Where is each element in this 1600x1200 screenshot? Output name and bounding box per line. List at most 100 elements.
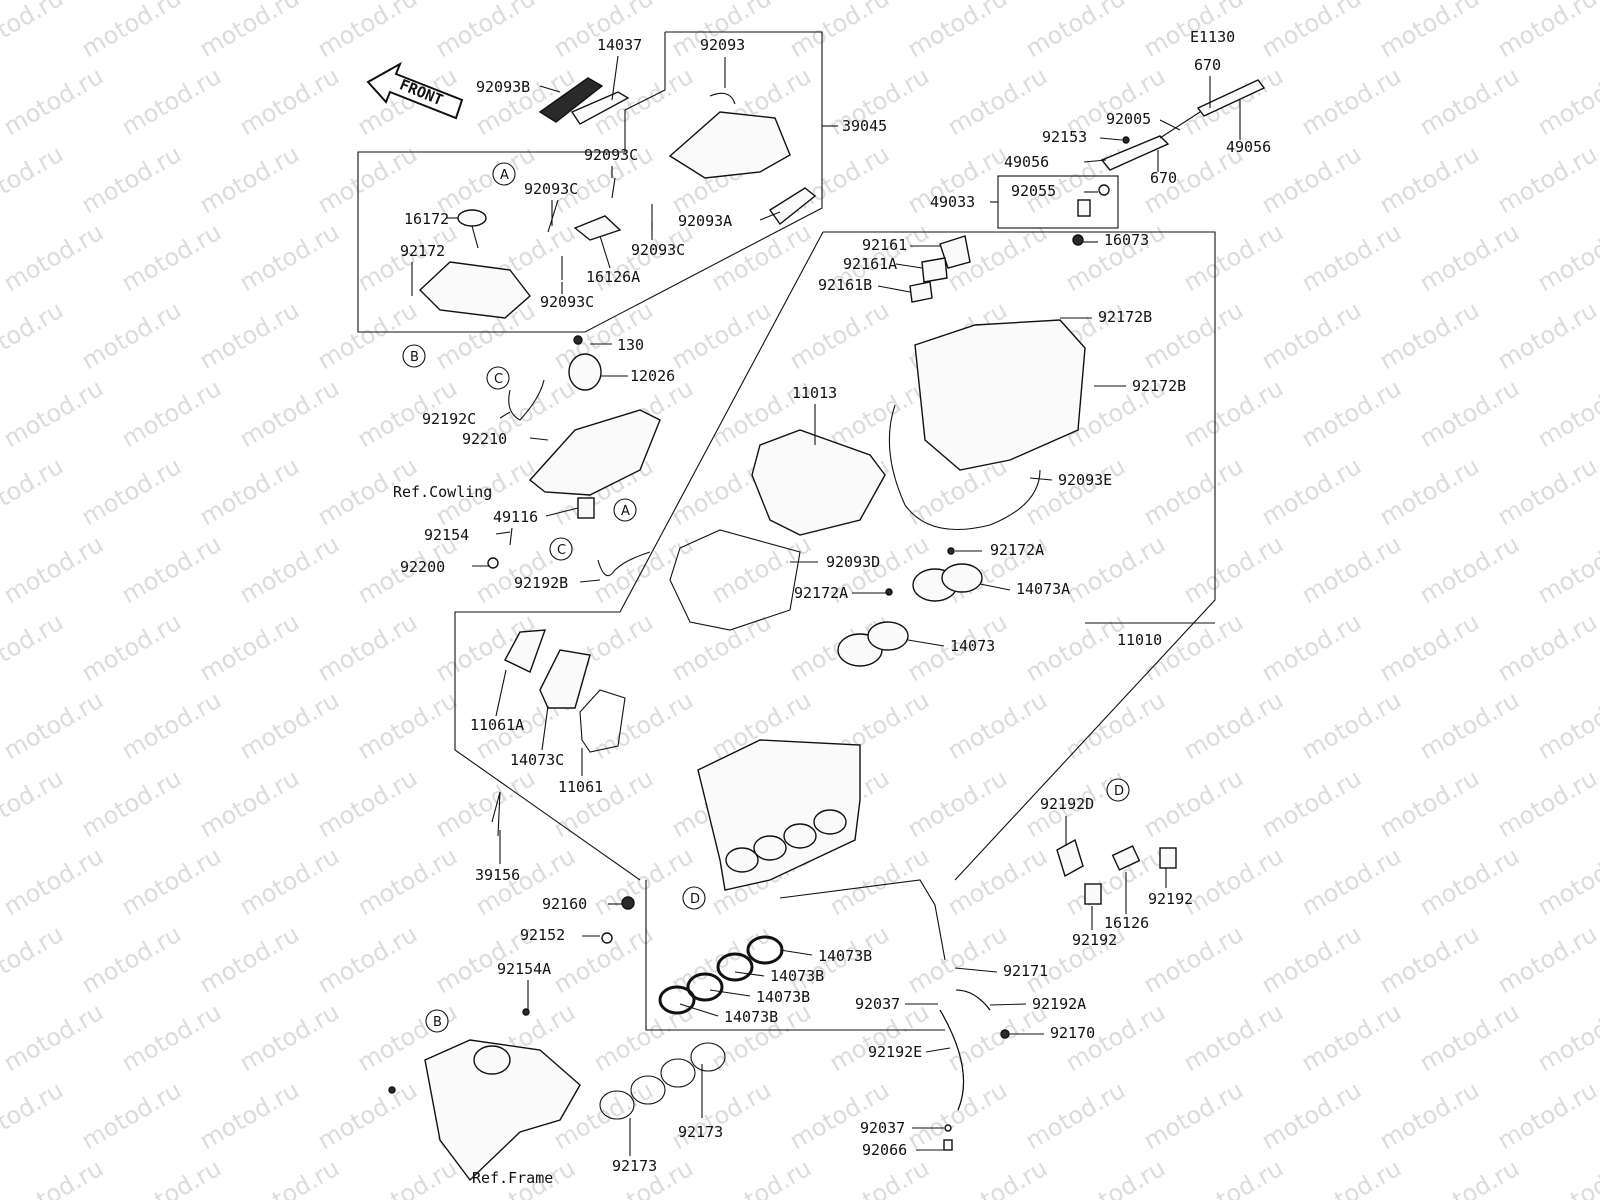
callout-letter: A (621, 504, 630, 519)
watermark-text: motod.ru (235, 998, 344, 1077)
callout-circle (549, 537, 573, 561)
leader-line (759, 211, 781, 221)
watermark-text: motod.ru (77, 0, 186, 63)
part-number-label: 11010 (1117, 631, 1162, 649)
part-number-label: 92192C (422, 410, 476, 428)
watermark-text: motod.ru (1375, 764, 1484, 843)
watermark-text: motod.ru (1415, 998, 1524, 1077)
watermark-text: motod.ru (589, 686, 698, 765)
watermark-text: motod.ru (0, 452, 68, 531)
part-number-label: 14073B (756, 988, 810, 1006)
part-number-label: 16126A (586, 268, 640, 286)
watermark-text: motod.ru (667, 296, 776, 375)
watermark-text: motod.ru (353, 686, 462, 765)
watermark-text: motod.ru (195, 608, 304, 687)
part-number-label: 92172A (990, 541, 1044, 559)
part-number-label: 49056 (1004, 153, 1049, 171)
part-number-label: 11061 (558, 778, 603, 796)
callout-circle (486, 366, 510, 390)
watermark-text: motod.ru (313, 764, 422, 843)
part-number-label: 11061A (470, 716, 524, 734)
watermark-text: motod.ru (117, 842, 226, 921)
part-number-label: 92192A (1032, 995, 1086, 1013)
watermark-text: motod.ru (903, 1076, 1012, 1155)
watermark-text: motod.ru (77, 140, 186, 219)
leader-line (541, 705, 549, 751)
callout-letter: C (557, 543, 566, 558)
watermark-text: motod.ru (431, 764, 540, 843)
leader-line (895, 263, 923, 269)
watermark-text: motod.ru (0, 842, 108, 921)
watermark-text: motod.ru (1297, 998, 1406, 1077)
watermark-text: motod.ru (785, 296, 894, 375)
watermark-text: motod.ru (1533, 62, 1600, 141)
part-number-label: 49056 (1226, 138, 1271, 156)
watermark-text: motod.ru (235, 842, 344, 921)
watermark-text: motod.ru (0, 62, 108, 141)
watermark-text: motod.ru (1021, 1076, 1130, 1155)
watermark-text: motod.ru (1375, 1076, 1484, 1155)
watermark-text: motod.ru (0, 764, 68, 843)
part-number-label: 92093A (678, 212, 732, 230)
leader-line (611, 55, 619, 101)
watermark-text: motod.ru (1297, 686, 1406, 765)
part-number-label: 92152 (520, 926, 565, 944)
watermark-text: motod.ru (77, 764, 186, 843)
part-number-label: 92093E (1058, 471, 1112, 489)
leader-line (495, 669, 507, 717)
part-number-label: 92192D (1040, 795, 1094, 813)
watermark-text: motod.ru (1493, 140, 1600, 219)
leader-line (529, 437, 549, 441)
watermark-text: motod.ru (1061, 530, 1170, 609)
watermark-text: motod.ru (0, 0, 68, 63)
ref-cowling-label: Ref.Cowling (393, 483, 492, 501)
leader-line (539, 85, 561, 93)
part-number-label: 14073C (510, 751, 564, 769)
watermark-text: motod.ru (825, 1154, 934, 1200)
part-number-label: 92200 (400, 558, 445, 576)
part-number-label: 49033 (930, 193, 975, 211)
leader-line (979, 583, 1011, 591)
leader-line (989, 1003, 1027, 1006)
watermark-text: motod.ru (0, 1154, 108, 1200)
callout-letter: B (433, 1015, 442, 1030)
watermark-text: motod.ru (117, 374, 226, 453)
watermark-text: motod.ru (1297, 842, 1406, 921)
watermark-text: motod.ru (1179, 374, 1288, 453)
part-number-label: 92171 (1003, 962, 1048, 980)
watermark-text: motod.ru (1375, 296, 1484, 375)
part-number-label: 14073B (818, 947, 872, 965)
part-number-label: 14073B (724, 1008, 778, 1026)
leader-line (954, 967, 998, 973)
watermark-text: motod.ru (707, 1154, 816, 1200)
leader-line (495, 531, 511, 535)
leader-line (779, 949, 813, 956)
watermark-text: motod.ru (195, 920, 304, 999)
part-number-label: 670 (1150, 169, 1177, 187)
leader-line (734, 971, 765, 977)
watermark-text: motod.ru (1297, 62, 1406, 141)
watermark-text: motod.ru (943, 62, 1052, 141)
watermark-text: motod.ru (1415, 842, 1524, 921)
leader-line (679, 1003, 719, 1017)
watermark-text: motod.ru (0, 296, 68, 375)
watermark-text: motod.ru (1415, 218, 1524, 297)
watermark-text: motod.ru (235, 686, 344, 765)
watermark-text: motod.ru (903, 0, 1012, 63)
watermark-text: motod.ru (1533, 218, 1600, 297)
watermark-text: motod.ru (77, 452, 186, 531)
part-number-label: 92037 (860, 1119, 905, 1137)
watermark-text: motod.ru (1533, 374, 1600, 453)
callout-circle (682, 886, 706, 910)
watermark-text: motod.ru (1415, 686, 1524, 765)
watermark-text: motod.ru (1179, 686, 1288, 765)
watermark-text: motod.ru (1257, 140, 1366, 219)
watermark-text: motod.ru (313, 920, 422, 999)
part-number-label: 12026 (630, 367, 675, 385)
watermark-text: motod.ru (1415, 1154, 1524, 1200)
watermark-text: motod.ru (117, 998, 226, 1077)
part-number-label: 92154 (424, 526, 469, 544)
watermark-text: motod.ru (1179, 842, 1288, 921)
watermark-text: motod.ru (1139, 452, 1248, 531)
